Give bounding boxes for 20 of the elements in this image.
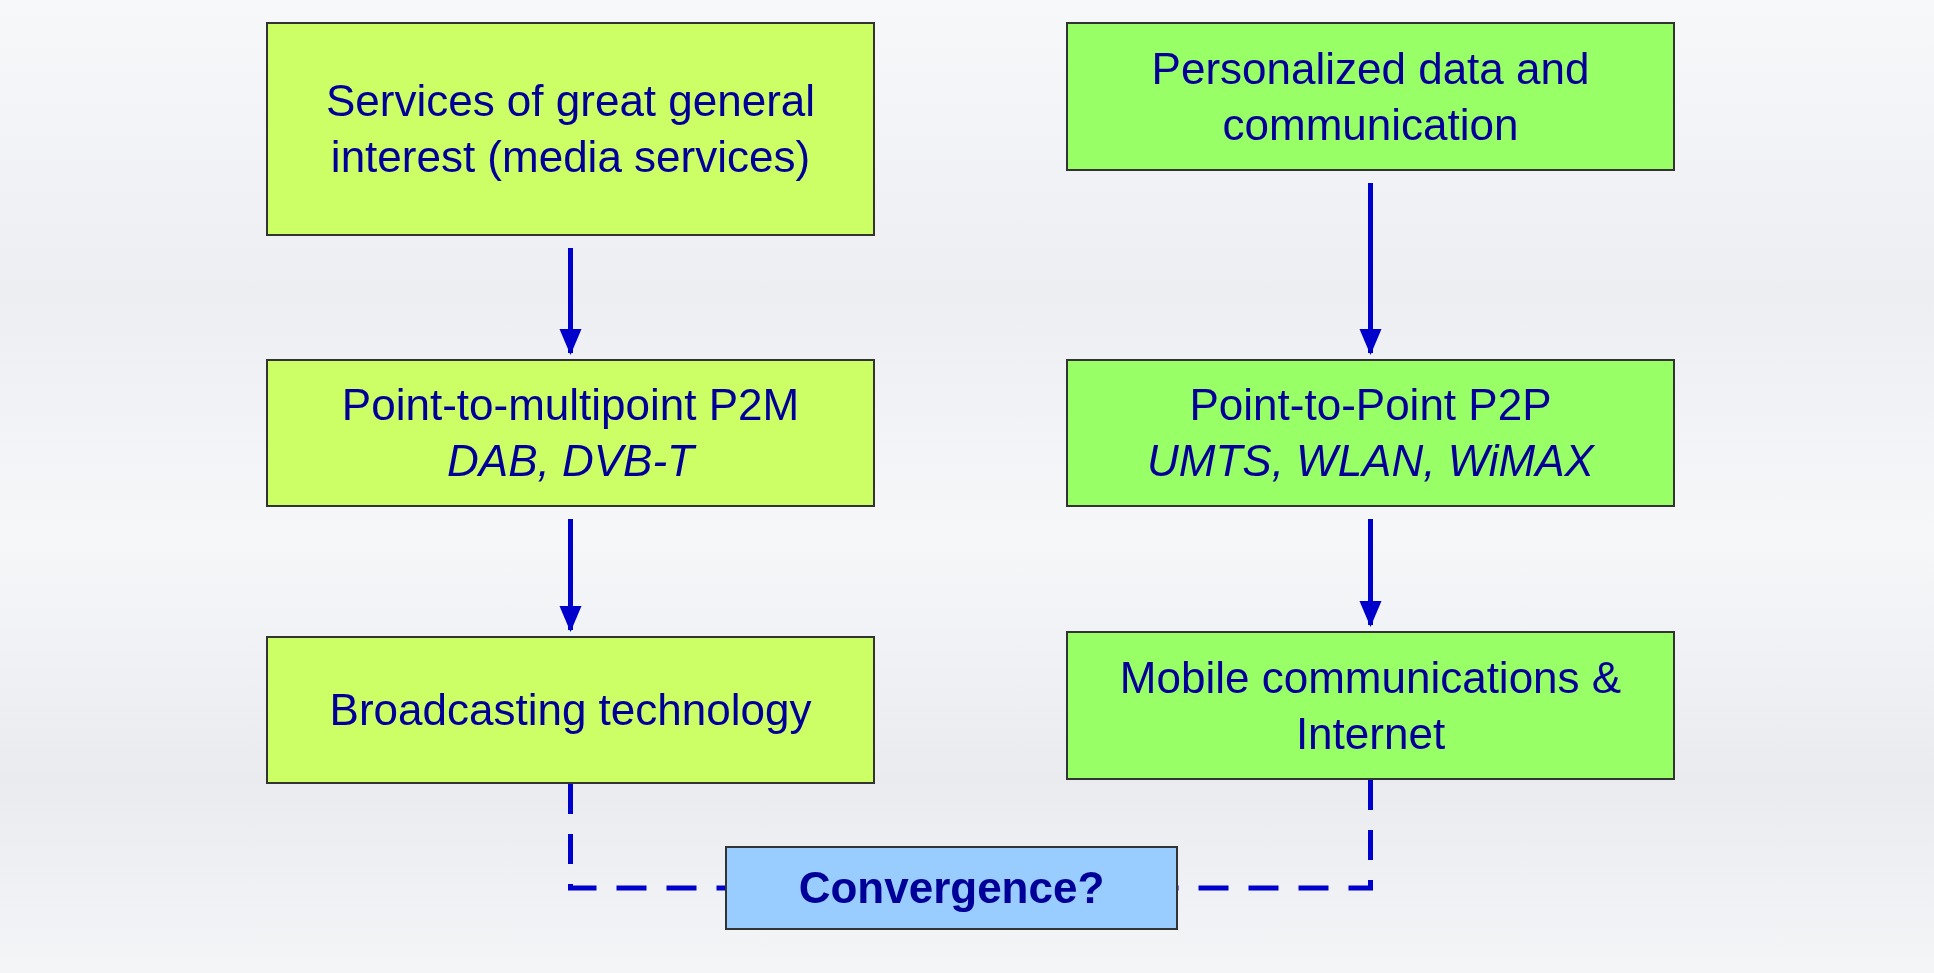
arrow bbox=[1359, 183, 1382, 355]
process-box bbox=[1066, 22, 1675, 171]
box-label: Personalized data and communication bbox=[1150, 42, 1591, 151]
process-box bbox=[266, 636, 875, 784]
box-label: Convergence? bbox=[798, 862, 1105, 915]
box-label: Mobile communications & Internet bbox=[1118, 651, 1623, 760]
process-box bbox=[725, 846, 1178, 930]
box-label: Broadcasting technology bbox=[329, 684, 812, 737]
process-box bbox=[1066, 359, 1675, 507]
process-box bbox=[266, 359, 875, 507]
dashed-connector bbox=[568, 784, 725, 891]
process-box bbox=[1066, 631, 1675, 780]
process-box bbox=[266, 22, 875, 236]
box-label: Point-to-Point P2P bbox=[1189, 379, 1552, 432]
arrow bbox=[1359, 519, 1382, 627]
box-label: Point-to-multipoint P2M bbox=[341, 379, 800, 432]
box-label: Services of great general interest (media services) bbox=[324, 75, 817, 183]
box-sublabel: UMTS, WLAN, WiMAX bbox=[1147, 435, 1594, 487]
arrow bbox=[559, 519, 582, 632]
arrow bbox=[559, 248, 582, 355]
